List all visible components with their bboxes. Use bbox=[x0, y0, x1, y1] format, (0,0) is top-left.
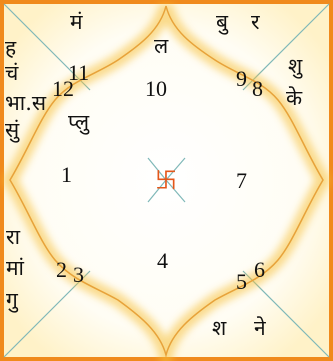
planet-house12-3: सुं bbox=[5, 120, 19, 141]
house-number-4: 4 bbox=[157, 250, 168, 272]
planet-house12-2: भा.स bbox=[5, 93, 46, 114]
planet-house2-1: मां bbox=[6, 258, 24, 279]
house-number-12: 12 bbox=[52, 78, 74, 100]
house-number-2: 2 bbox=[56, 259, 67, 281]
planet-house6-1: ने bbox=[254, 318, 266, 339]
planet-house10-0: ल bbox=[154, 36, 168, 57]
planet-house8-1: के bbox=[286, 88, 302, 109]
planet-house11-0: मं bbox=[70, 12, 83, 33]
house-number-1: 1 bbox=[61, 164, 72, 186]
house-number-9: 9 bbox=[236, 68, 247, 90]
house-number-7: 7 bbox=[236, 170, 247, 192]
planet-house9-0: बु bbox=[216, 12, 228, 33]
planet-house12-1: चं bbox=[5, 63, 18, 84]
planet-house1-pluto: प्लु bbox=[68, 112, 89, 133]
house-number-3: 3 bbox=[73, 264, 84, 286]
center-swastika-symbol: 卐 bbox=[155, 169, 177, 194]
house-number-8: 8 bbox=[252, 78, 263, 100]
planet-house12-0: ह bbox=[5, 38, 16, 59]
house-number-10: 10 bbox=[145, 78, 167, 100]
house-number-5: 5 bbox=[236, 271, 247, 293]
planet-house9-1: र bbox=[251, 12, 260, 33]
planet-house2-2: गु bbox=[6, 290, 18, 311]
planet-house2-0: रा bbox=[6, 227, 20, 248]
planet-house8-0: शु bbox=[288, 56, 302, 77]
house-number-6: 6 bbox=[254, 259, 265, 281]
planet-house6-0: श bbox=[212, 318, 226, 339]
